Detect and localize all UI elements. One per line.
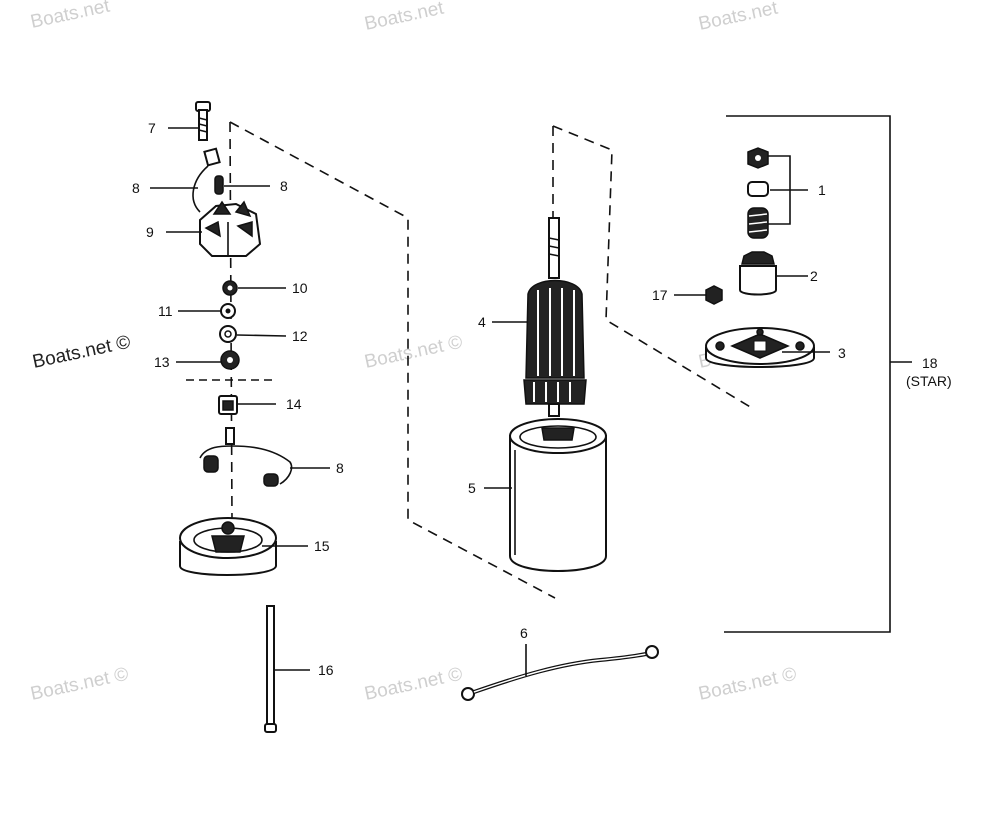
label-5: 5 [468,480,476,496]
part-13-washer [220,350,240,370]
part-5-frame [509,418,607,572]
watermarks: Boats.net Boats.net Boats.net Boats.net … [29,0,799,705]
watermark-top-center: Boats.net [363,0,447,35]
part-17-nut [705,285,723,305]
label-18: 18 [922,355,938,371]
label-8-top-right: 8 [280,178,288,194]
part-9-brush-holder [199,200,262,257]
label-9: 9 [146,224,154,240]
part-14-nut [218,395,238,415]
assembly-lines [229,121,753,599]
label-16: 16 [318,662,334,678]
part-16-thru-bolt [264,605,277,733]
label-6: 6 [520,625,528,641]
label-13: 13 [154,354,170,370]
part-6-cable [461,645,659,701]
part-10-washer [222,280,238,296]
watermark-top-left: Boats.net [29,0,113,33]
label-1: 1 [818,182,826,198]
part-3-end-plate [705,327,815,368]
label-4: 4 [478,314,486,330]
watermark-top-right: Boats.net [697,0,781,35]
part-2-pinion [739,251,777,296]
watermark-bottom-center: Boats.net © [363,664,465,705]
watermark-mid-left: Boats.net © [31,332,133,373]
label-11: 11 [158,303,173,319]
part-8-top-lead [192,147,224,213]
part-8-mid-lead [199,427,293,487]
label-8-mid: 8 [336,460,344,476]
watermark-bottom-left: Boats.net © [29,664,131,705]
bracket-18 [724,115,891,633]
label-15: 15 [314,538,330,554]
label-18-star: (STAR) [906,373,952,389]
label-8-top-left: 8 [132,180,140,196]
label-3: 3 [838,345,846,361]
part-4-armature [523,217,587,417]
left-dash-vertical [229,121,233,521]
part-12-washer [219,325,237,343]
label-10: 10 [292,280,308,296]
leader-12 [236,334,287,337]
part-11-washer [220,303,236,319]
watermark-mid-center: Boats.net © [363,332,465,373]
part-15-end-cap [179,517,277,576]
label-14: 14 [286,396,302,412]
label-17: 17 [652,287,668,303]
callout-labels: 7 8 8 9 10 11 12 13 14 8 15 16 4 5 6 1 2… [132,120,952,678]
left-dash-path [229,121,556,599]
label-12: 12 [292,328,308,344]
label-7: 7 [148,120,156,136]
label-2: 2 [810,268,818,284]
part-1-drive-parts [747,147,769,239]
watermark-bottom-right: Boats.net © [697,664,799,705]
part-7-bolt [195,101,211,141]
